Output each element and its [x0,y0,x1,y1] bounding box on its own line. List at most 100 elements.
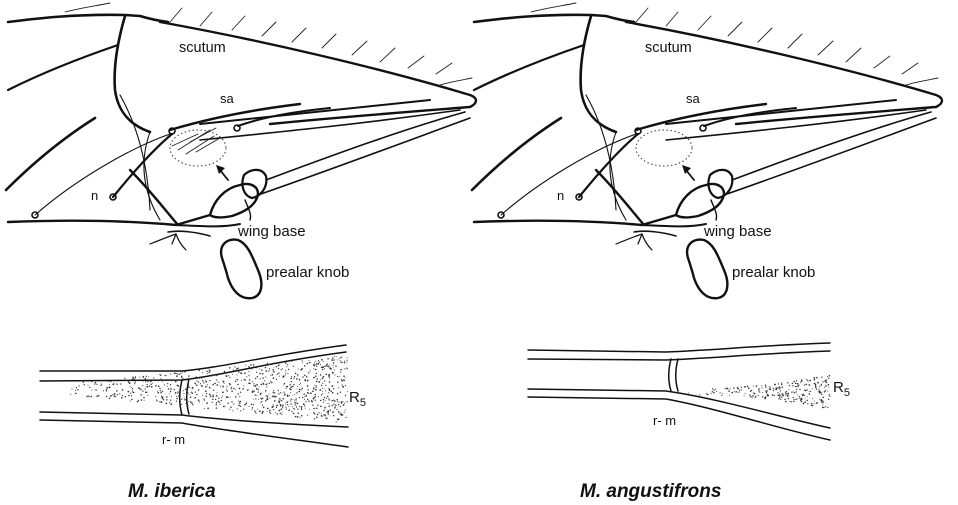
stipple-dot [229,385,230,386]
stipple-dot [826,379,827,380]
arrow-icon [682,165,694,180]
stipple-dot [179,374,180,375]
stipple-dot [239,396,240,397]
stipple-dot [808,384,810,386]
stipple-dot [792,383,794,385]
stipple-dot [337,381,338,382]
stipple-dot [110,381,111,382]
stipple-dot [799,389,800,390]
wing-base-label: wing base [237,223,306,240]
stipple-dot [337,401,338,402]
stipple-dot [243,385,244,386]
stipple-dot [133,392,134,393]
stipple-dot [770,389,772,391]
stipple-dot [280,404,281,405]
stipple-dot [129,386,130,387]
stipple-dot [253,385,254,386]
stipple-dot [322,393,323,394]
stipple-dot [806,400,807,401]
stipple-dot [103,390,104,391]
scutum-label: scutum [179,40,226,56]
stipple-dot [298,369,299,370]
stipple-dot [253,404,254,405]
stipple-dot [100,385,101,386]
stipple-dot [308,393,309,394]
stipple-dot [741,387,742,388]
stipple-dot [237,384,238,385]
stipple-dot [339,419,340,420]
stipple-dot [333,365,334,366]
stipple-dot [295,373,296,374]
stipple-dot [773,388,774,389]
stipple-dot [286,402,288,404]
stipple-dot [809,391,810,392]
stipple-dot [278,393,279,394]
stipple-dot [316,381,318,383]
stipple-dot [200,383,201,384]
stipple-dot [259,373,261,375]
stipple-dot [164,375,165,376]
stipple-dot [819,391,820,392]
stipple-dot [780,390,781,391]
stipple-dot [273,392,274,393]
stipple-dot [745,393,746,394]
stipple-dot [253,383,254,384]
stipple-dot [318,360,319,361]
stipple-dot [721,395,722,396]
stipple-dot [815,384,817,386]
stipple-dot [257,409,258,410]
stipple-dot [269,410,271,412]
stipple-dot [176,400,177,401]
stipple-dot [286,388,287,389]
stipple-dot [328,413,330,415]
stipple-dot [248,389,249,390]
stipple-dot [291,381,292,382]
stipple-dot [753,385,754,386]
stipple-dot [773,390,774,391]
stipple-dot [145,381,146,382]
stipple-dot [168,388,170,390]
stipple-dot [318,381,319,382]
stipple-dot [764,398,765,399]
stipple-dot [156,399,157,400]
stipple-dot [295,416,297,418]
stipple-dot [98,396,99,397]
stipple-dot [230,396,231,397]
stipple-dot [265,371,266,372]
stipple-dot [792,397,793,398]
stipple-dot [273,390,274,391]
stipple-dot [316,373,317,374]
stipple-dot [252,391,253,392]
stipple-dot [226,390,228,392]
stipple-dot [307,363,308,364]
stipple-dot [91,381,92,382]
stipple-dot [802,394,804,396]
stipple-dot [236,368,237,369]
stipple-dot [712,391,713,392]
stipple-dot [812,398,813,399]
stipple-dot [253,366,254,367]
stipple-dot [246,376,247,377]
stipple-dot [189,379,190,380]
prealar-knob-label: prealar knob [732,264,815,281]
stipple-dot [338,387,339,388]
stipple-dot [821,401,822,402]
stipple-dot [329,367,330,368]
stipple-dot [141,399,143,401]
stipple-dot [344,380,345,381]
prealar-knob-shape [687,240,727,299]
stipple-dot [325,385,326,386]
stipple-dot [163,399,164,400]
stipple-dot [166,380,167,381]
stipple-dot [119,393,120,394]
stipple-dot [329,365,330,366]
stipple-dot [827,391,828,392]
stipple-dot [94,383,95,384]
stipple-dot [159,374,160,375]
stipple-dot [299,397,300,398]
stipple-dot [791,391,792,392]
stipple-dot [333,388,334,389]
stipple-dot [282,407,283,408]
stipple-dot [170,388,172,390]
stipple-dot [265,390,266,391]
